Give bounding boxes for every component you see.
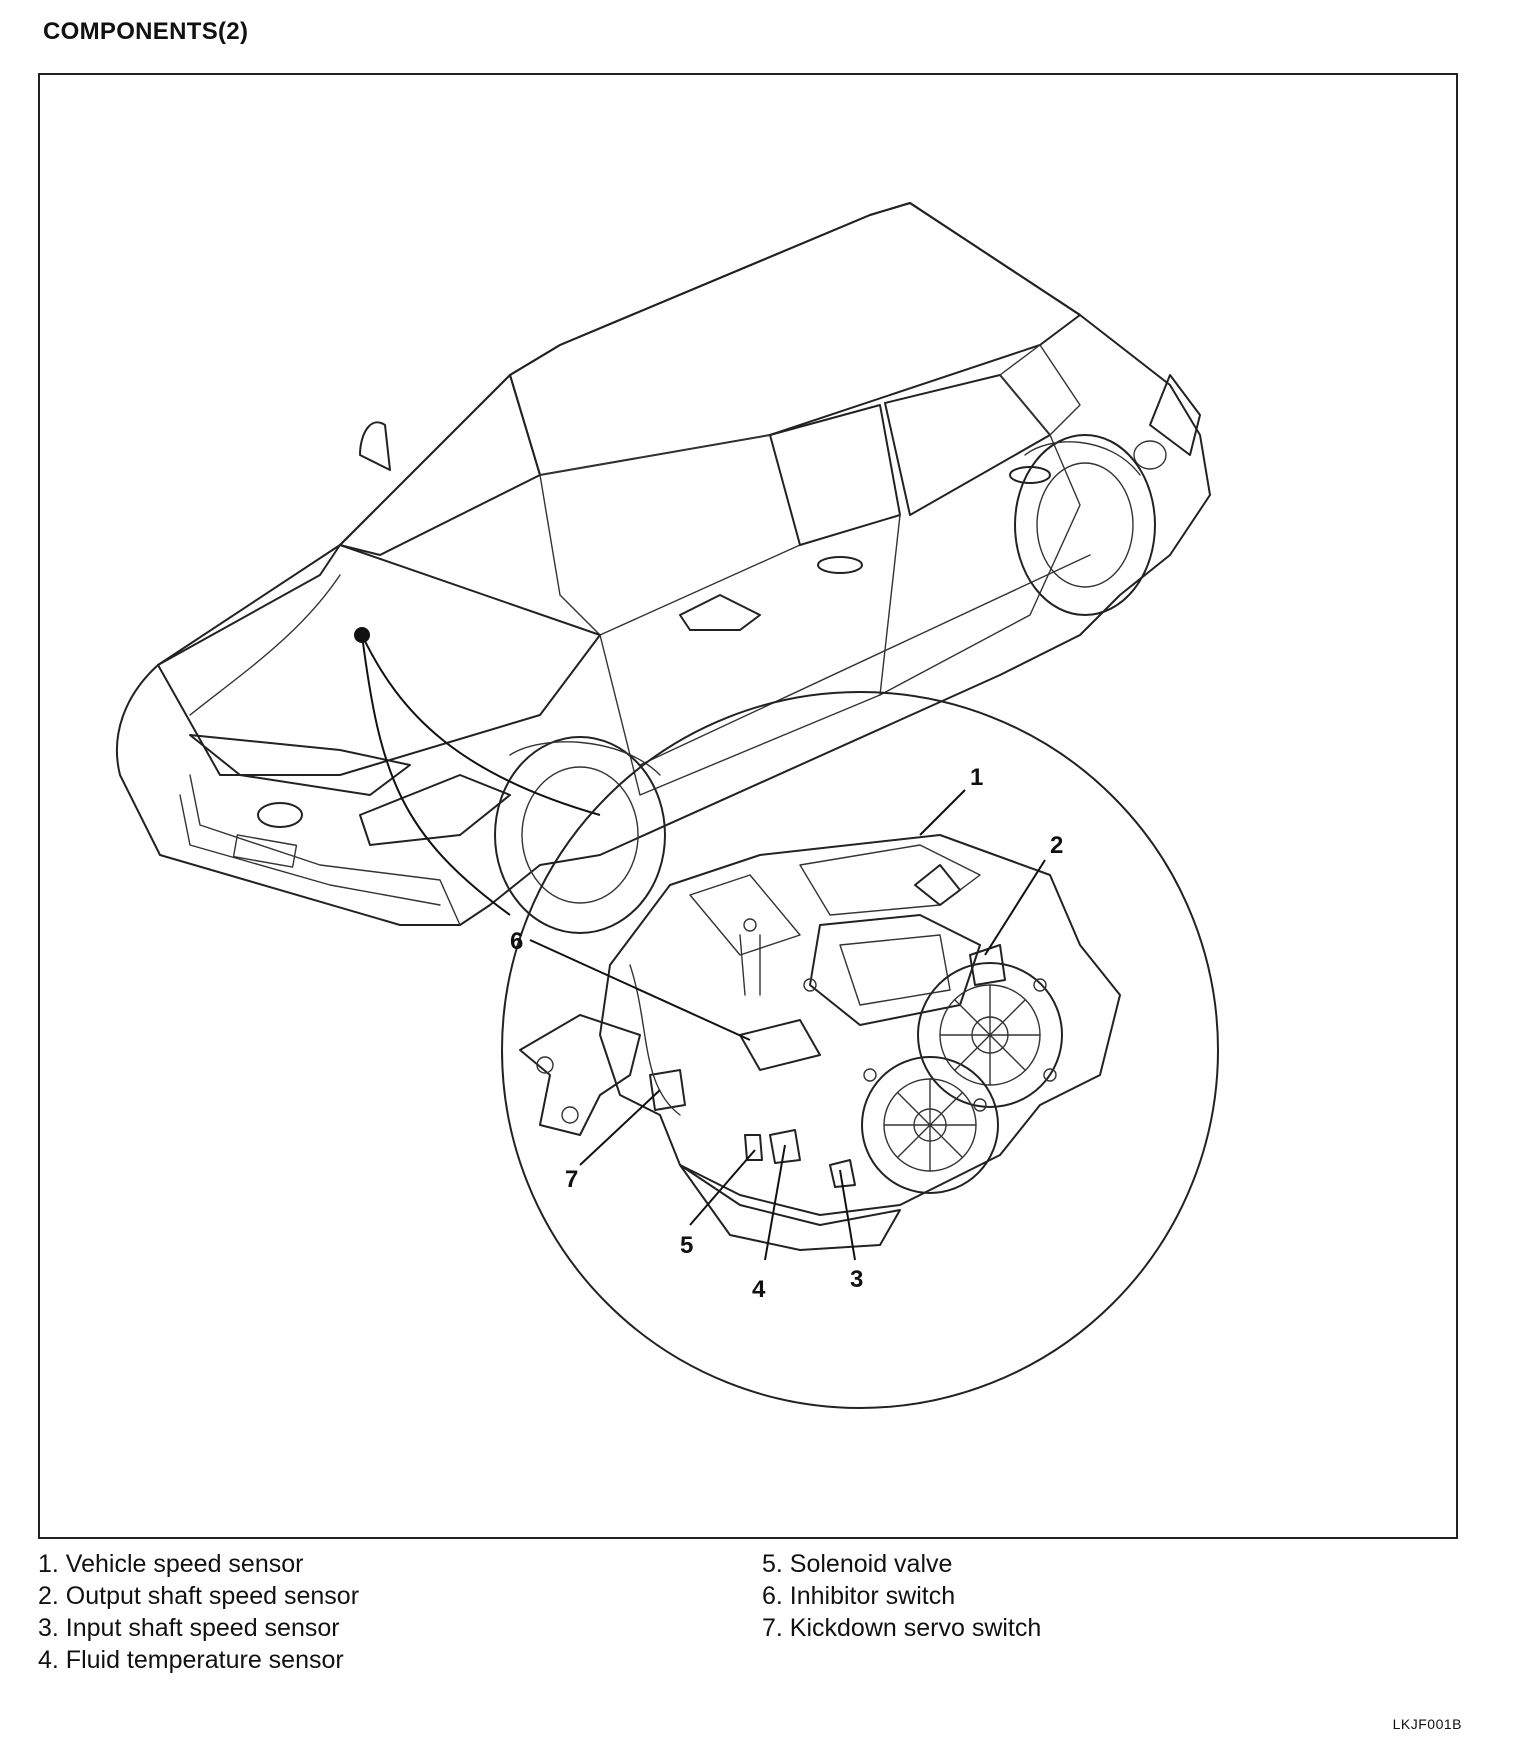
figure-frame: 1 2 3 4 5 6 7 xyxy=(38,73,1458,1539)
legend-item-solenoid-valve: 5. Solenoid valve xyxy=(762,1550,953,1578)
page-title: COMPONENTS(2) xyxy=(43,18,249,45)
marker-leader-lower xyxy=(361,634,511,916)
callout-number-5: 5 xyxy=(680,1232,693,1259)
legend-item-input-shaft-speed-sensor: 3. Input shaft speed sensor xyxy=(38,1614,340,1642)
callout-leader-1 xyxy=(919,789,966,836)
callout-number-4: 4 xyxy=(752,1276,766,1303)
detail-circle xyxy=(501,691,1219,1409)
legend-item-fluid-temperature-sensor: 4. Fluid temperature sensor xyxy=(38,1646,344,1674)
callout-number-7: 7 xyxy=(565,1166,578,1193)
callout-leader-6 xyxy=(529,939,751,1041)
marker-leader-upper xyxy=(361,634,601,816)
legend-item-vehicle-speed-sensor: 1. Vehicle speed sensor xyxy=(38,1550,304,1578)
figure-code: LKJF001B xyxy=(1392,1716,1462,1732)
callout-number-1: 1 xyxy=(970,764,983,791)
legend-item-inhibitor-switch: 6. Inhibitor switch xyxy=(762,1582,956,1610)
transmission-illustration xyxy=(519,834,1121,1251)
legend-right-column: 5. Solenoid valve 6. Inhibitor switch 7.… xyxy=(762,1548,1041,1644)
car-illustration xyxy=(116,202,1211,934)
callout-leader-3 xyxy=(839,1169,856,1261)
callout-leader-4 xyxy=(764,1144,786,1261)
legend-item-kickdown-servo-switch: 7. Kickdown servo switch xyxy=(762,1614,1042,1642)
callout-number-6: 6 xyxy=(510,928,523,955)
callout-leader-2 xyxy=(984,859,1046,956)
legend-left-column: 1. Vehicle speed sensor 2. Output shaft … xyxy=(38,1548,359,1676)
legend-item-output-shaft-speed-sensor: 2. Output shaft speed sensor xyxy=(38,1582,360,1610)
callout-number-3: 3 xyxy=(850,1266,863,1293)
callout-number-2: 2 xyxy=(1050,832,1063,859)
components-diagram: 1 2 3 4 5 6 7 xyxy=(116,202,1219,1409)
callout-leader-7 xyxy=(579,1089,661,1166)
callout-leader-5 xyxy=(689,1149,756,1226)
